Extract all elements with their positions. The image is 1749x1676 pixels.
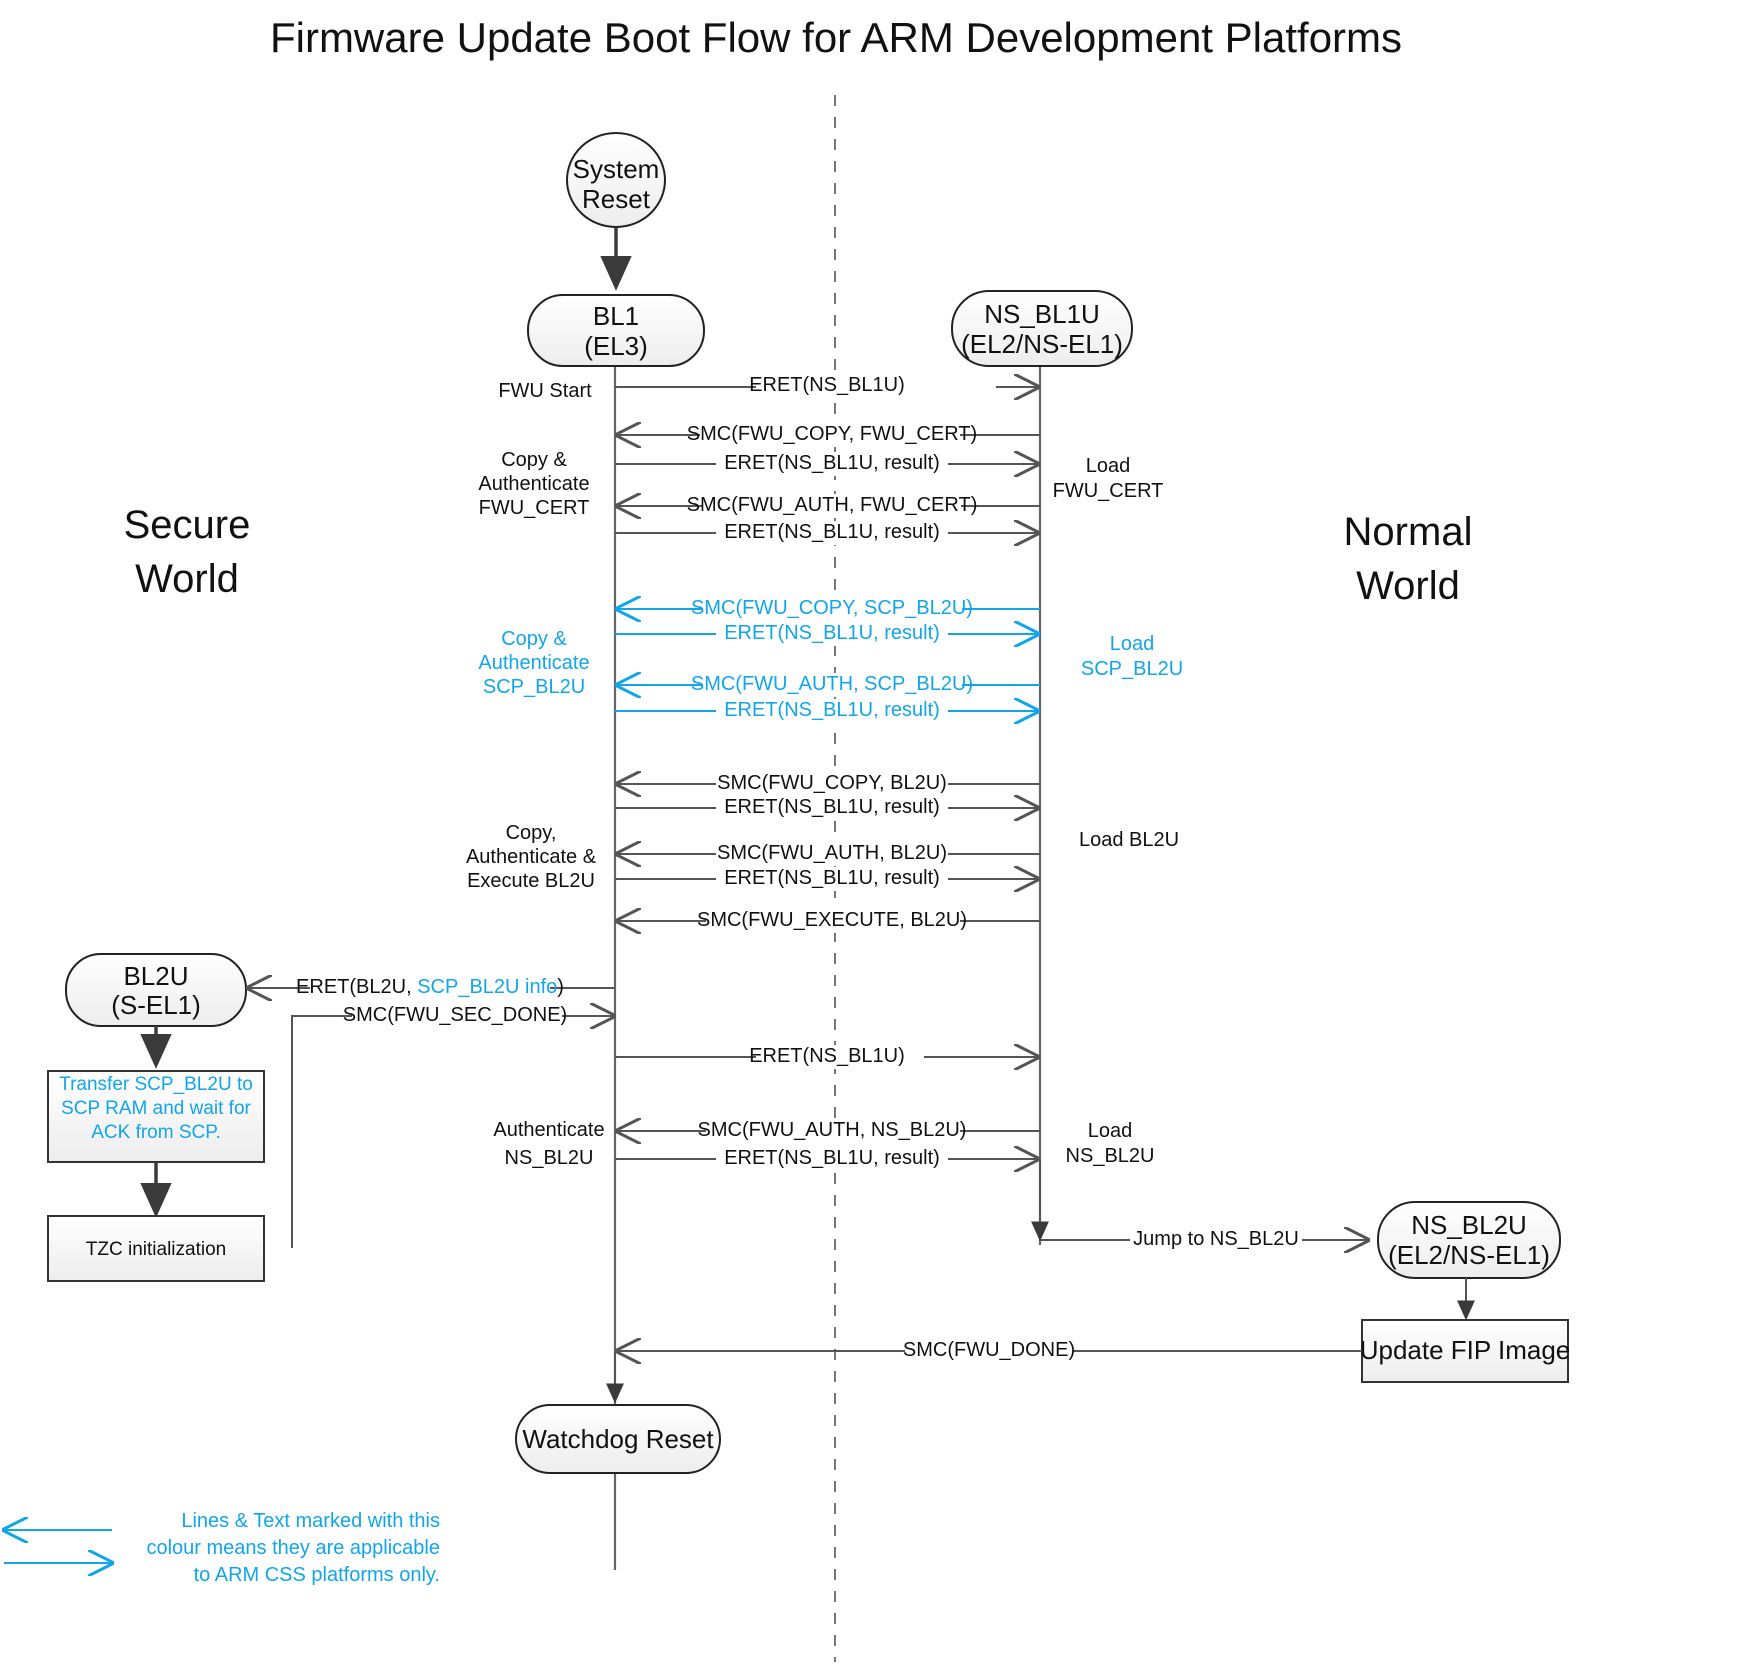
msg-bg-m19 — [905, 1339, 1073, 1363]
message-label-m2: SMC(FWU_COPY, FWU_CERT) — [687, 423, 977, 445]
msg-bg-m6 — [702, 597, 962, 621]
message-label-m3: ERET(NS_BL1U, result) — [724, 452, 940, 474]
annot-copy-auth-exec-line3: Execute BL2U — [467, 870, 595, 892]
box-update-fip-image[interactable] — [1361, 1319, 1569, 1383]
message-label-m4: SMC(FWU_AUTH, FWU_CERT) — [687, 494, 978, 516]
node-system-reset[interactable] — [566, 132, 666, 228]
message-label-m15: ERET(NS_BL1U) — [749, 1045, 905, 1067]
message-label-m6: SMC(FWU_COPY, SCP_BL2U) — [691, 597, 973, 619]
node-ns-bl2u-line2: (EL2/NS-EL1) — [1388, 1240, 1550, 1270]
annot-fwu-start-line1: FWU Start — [498, 380, 592, 402]
msg-bg-m5 — [716, 521, 948, 545]
annot-load-fwu-cert-line2: FWU_CERT — [1053, 480, 1164, 502]
msg-bg-m7 — [716, 622, 948, 646]
msg-bg-m18 — [1130, 1228, 1302, 1252]
legend-line2: colour means they are applicable — [146, 1537, 440, 1559]
box-transfer-line1: Transfer SCP_BL2U to — [59, 1074, 253, 1095]
message-label-m5: ERET(NS_BL1U, result) — [724, 521, 940, 543]
node-bl2u-line2: (S-EL1) — [111, 990, 201, 1020]
box-transfer-line2: SCP RAM and wait for — [61, 1098, 251, 1119]
msg-bg-m2 — [700, 423, 960, 447]
normal-world-label-line1: Normal — [1344, 510, 1473, 554]
node-ns-bl1u-line1: NS_BL1U — [984, 299, 1100, 329]
message-label-m7: ERET(NS_BL1U, result) — [724, 622, 940, 644]
msg-bg-m15 — [756, 1045, 924, 1069]
msg-bg-m14 — [706, 909, 960, 933]
annot-copy-auth-scp-line3: SCP_BL2U — [483, 676, 585, 698]
annot-auth-nsbl2u-line1: Authenticate — [493, 1119, 604, 1141]
annot-auth-nsbl2u-line2: NS_BL2U — [505, 1147, 594, 1169]
annot-copy-auth-scp-line2: Authenticate — [478, 652, 589, 674]
box-update-fip-line1: Update FIP Image — [1360, 1335, 1571, 1365]
annot-copy-auth-cert-line1: Copy & — [501, 449, 567, 471]
page-title: Firmware Update Boot Flow for ARM Develo… — [270, 14, 1402, 61]
box-tzc-initialization[interactable] — [47, 1215, 265, 1282]
annot-copy-auth-scp-line1: Copy & — [501, 628, 567, 650]
secure-world-label-line1: Secure — [124, 503, 251, 547]
msg-bg-m1 — [756, 375, 996, 399]
msg-bg-m4 — [703, 494, 961, 518]
msg-bg-m16 — [706, 1119, 960, 1143]
node-ns-bl1u[interactable] — [951, 290, 1133, 367]
annot-load-scp-bl2u-line1: Load — [1110, 633, 1155, 655]
msg-bg-m17 — [716, 1147, 948, 1171]
msg-bg-m3 — [716, 452, 948, 476]
message-label-m11: ERET(NS_BL1U, result) — [724, 796, 940, 818]
message-label-m10: SMC(FWU_COPY, BL2U) — [717, 772, 947, 794]
annot-load-ns-bl2u-line1: Load — [1088, 1120, 1133, 1142]
legend-line1: Lines & Text marked with this — [181, 1510, 440, 1532]
eret-bl2u-prefix: ERET(BL2U, — [296, 976, 417, 998]
eret-bl2u-suffix: ) — [557, 976, 564, 998]
annot-copy-auth-cert-line3: FWU_CERT — [479, 497, 590, 519]
message-label-m17: ERET(NS_BL1U, result) — [724, 1147, 940, 1169]
message-label-m1: ERET(NS_BL1U) — [749, 374, 905, 396]
msg-bg-m11 — [716, 796, 948, 820]
legend-line3: to ARM CSS platforms only. — [194, 1564, 440, 1586]
box-transfer-line3: ACK from SCP. — [91, 1122, 221, 1143]
msg-bg-m12 — [716, 842, 948, 866]
normal-world-label-line2: World — [1356, 564, 1460, 608]
message-label-m18: Jump to NS_BL2U — [1133, 1228, 1299, 1250]
annot-load-scp-bl2u-line2: SCP_BL2U — [1081, 658, 1183, 680]
msg-bg-m13 — [716, 867, 948, 891]
message-label-m19: SMC(FWU_DONE) — [903, 1339, 1075, 1361]
msg-bg-eret-bl2u — [310, 976, 550, 1000]
annot-copy-auth-exec-line1: Copy, — [506, 822, 557, 844]
message-label-m20: SMC(FWU_SEC_DONE) — [343, 1004, 567, 1026]
node-watchdog-reset[interactable] — [515, 1404, 721, 1474]
node-system-reset-line1: System — [573, 154, 660, 184]
node-ns-bl2u[interactable] — [1377, 1201, 1561, 1279]
annot-load-ns-bl2u-line2: NS_BL2U — [1066, 1145, 1155, 1167]
message-label-m12: SMC(FWU_AUTH, BL2U) — [717, 842, 947, 864]
message-label-m14: SMC(FWU_EXECUTE, BL2U) — [697, 909, 967, 931]
node-system-reset-line2: Reset — [582, 184, 651, 214]
annot-copy-auth-exec-line2: Authenticate & — [466, 846, 597, 868]
node-ns-bl2u-line1: NS_BL2U — [1411, 1210, 1527, 1240]
node-bl1-line1: BL1 — [593, 301, 639, 331]
node-bl1[interactable] — [527, 294, 705, 367]
annot-copy-auth-cert-line2: Authenticate — [478, 473, 589, 495]
msg-bg-m9 — [716, 699, 948, 723]
message-label-m13: ERET(NS_BL1U, result) — [724, 867, 940, 889]
node-bl1-line2: (EL3) — [584, 331, 648, 361]
box-tzc-line1: TZC initialization — [86, 1239, 226, 1260]
node-watchdog-reset-line1: Watchdog Reset — [522, 1424, 714, 1454]
msg-bg-m10 — [716, 772, 948, 796]
message-label-m8: SMC(FWU_AUTH, SCP_BL2U) — [691, 673, 973, 695]
box-transfer-scp-bl2u[interactable] — [47, 1070, 265, 1163]
node-ns-bl1u-line2: (EL2/NS-EL1) — [961, 329, 1123, 359]
annot-load-fwu-cert-line1: Load — [1086, 455, 1131, 477]
secure-world-label-line2: World — [135, 557, 239, 601]
eret-bl2u-cyan: SCP_BL2U info — [417, 976, 557, 998]
node-bl2u-line1: BL2U — [123, 961, 188, 991]
msg-bg-m20 — [352, 1004, 562, 1028]
message-label-m16: SMC(FWU_AUTH, NS_BL2U) — [698, 1119, 967, 1141]
message-label-m9: ERET(NS_BL1U, result) — [724, 699, 940, 721]
msg-bg-m8 — [702, 673, 962, 697]
annot-load-bl2u-line1: Load BL2U — [1079, 829, 1179, 851]
message-label-eret-bl2u: ERET(BL2U, SCP_BL2U info) — [296, 976, 564, 998]
